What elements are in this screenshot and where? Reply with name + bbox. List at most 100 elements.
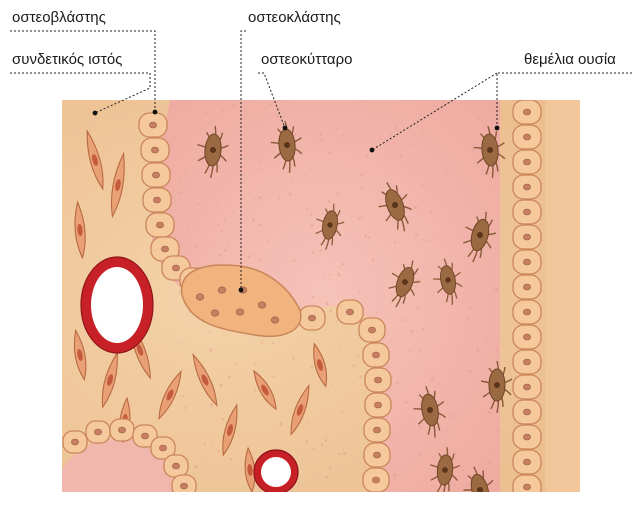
matrix-speckle: [445, 169, 446, 170]
osteoblast-cell: [363, 468, 389, 492]
leader-dot: [495, 126, 500, 131]
matrix-speckle: [404, 319, 407, 322]
matrix-speckle: [194, 465, 197, 468]
osteoblast-cell: [172, 475, 196, 497]
osteoblast-cell: [63, 431, 87, 453]
osteoblast-cell: [513, 200, 541, 224]
matrix-speckle: [184, 407, 186, 409]
matrix-speckle: [468, 370, 471, 373]
matrix-speckle: [327, 200, 330, 203]
matrix-speckle: [252, 218, 255, 221]
matrix-speckle: [482, 413, 484, 415]
matrix-speckle: [217, 224, 219, 226]
matrix-speckle: [179, 292, 181, 294]
leader-dot: [93, 111, 98, 116]
osteoblast-nucleus: [523, 284, 530, 290]
matrix-speckle: [419, 453, 422, 456]
matrix-speckle: [422, 185, 424, 187]
matrix-speckle: [418, 350, 420, 352]
matrix-speckle: [336, 320, 337, 321]
matrix-speckle: [320, 138, 323, 141]
matrix-speckle: [221, 229, 223, 231]
osteoblast-cell: [513, 475, 541, 499]
osteoblast-nucleus: [523, 359, 530, 365]
matrix-speckle: [327, 438, 328, 439]
osteoblast-nucleus: [523, 384, 530, 390]
matrix-speckle: [431, 456, 433, 458]
osteoblast-cell: [513, 425, 541, 449]
matrix-speckle: [361, 187, 363, 189]
matrix-speckle: [223, 168, 224, 169]
matrix-speckle: [379, 137, 381, 139]
osteoblast-cell: [365, 368, 391, 392]
matrix-speckle: [187, 229, 189, 231]
matrix-speckle: [272, 342, 274, 344]
osteoblast-cell: [164, 455, 188, 477]
matrix-speckle: [254, 199, 256, 201]
matrix-speckle: [381, 247, 383, 249]
vessel-lumen: [261, 457, 291, 487]
matrix-speckle: [421, 328, 424, 331]
matrix-speckle: [404, 399, 405, 400]
osteoblast-nucleus: [523, 259, 530, 265]
matrix-speckle: [364, 234, 367, 237]
osteoblast-cell: [513, 125, 541, 149]
matrix-speckle: [470, 335, 472, 337]
osteoblast-cell: [142, 163, 170, 187]
matrix-speckle: [394, 127, 397, 130]
matrix-speckle: [338, 453, 341, 456]
matrix-speckle: [497, 430, 500, 433]
matrix-speckle: [311, 366, 313, 368]
matrix-speckle: [308, 421, 310, 423]
osteoblast-cell: [513, 175, 541, 199]
osteoblast-nucleus: [523, 234, 530, 240]
matrix-speckle: [496, 358, 498, 360]
matrix-speckle: [372, 258, 375, 261]
matrix-speckle: [420, 460, 422, 462]
matrix-speckle: [487, 274, 489, 276]
matrix-speckle: [348, 226, 349, 227]
matrix-speckle: [320, 249, 322, 251]
osteoblast-cell: [143, 188, 171, 212]
matrix-speckle: [255, 390, 256, 391]
matrix-speckle: [330, 310, 333, 313]
osteoblast-cell: [513, 450, 541, 474]
osteoblast-cell: [513, 350, 541, 374]
matrix-speckle: [359, 292, 361, 294]
right-tissue-strip: [545, 100, 585, 492]
osteoclast-nucleus: [196, 294, 204, 300]
matrix-speckle: [499, 110, 500, 111]
matrix-speckle: [217, 202, 219, 204]
matrix-speckle: [324, 139, 325, 140]
osteocyte-nucleus: [494, 382, 500, 388]
matrix-speckle: [405, 481, 406, 482]
matrix-speckle: [303, 175, 306, 178]
osteoblast-nucleus: [523, 459, 530, 465]
matrix-speckle: [495, 348, 498, 351]
matrix-speckle: [306, 428, 307, 429]
matrix-speckle: [430, 211, 433, 214]
matrix-speckle: [217, 450, 220, 453]
matrix-speckle: [389, 303, 391, 305]
matrix-speckle: [279, 423, 282, 426]
matrix-speckle: [270, 104, 272, 106]
matrix-speckle: [185, 174, 187, 176]
osteoblast-nucleus: [372, 352, 379, 358]
osteoblast-nucleus: [372, 477, 379, 483]
osteoblast-nucleus: [159, 445, 166, 451]
matrix-speckle: [182, 395, 184, 397]
osteoclast-nucleus: [211, 310, 219, 316]
matrix-speckle: [312, 295, 315, 298]
matrix-speckle: [306, 440, 309, 443]
matrix-speckle: [389, 133, 391, 135]
matrix-speckle: [463, 469, 465, 471]
matrix-speckle: [360, 174, 363, 177]
matrix-speckle: [207, 185, 208, 186]
matrix-speckle: [400, 155, 403, 158]
matrix-speckle: [394, 241, 397, 244]
matrix-speckle: [278, 197, 280, 199]
label-connective-tissue: συνδετικός ιστός: [12, 51, 122, 69]
matrix-speckle: [415, 234, 418, 237]
matrix-speckle: [472, 149, 475, 152]
osteoblast-cell: [513, 325, 541, 349]
